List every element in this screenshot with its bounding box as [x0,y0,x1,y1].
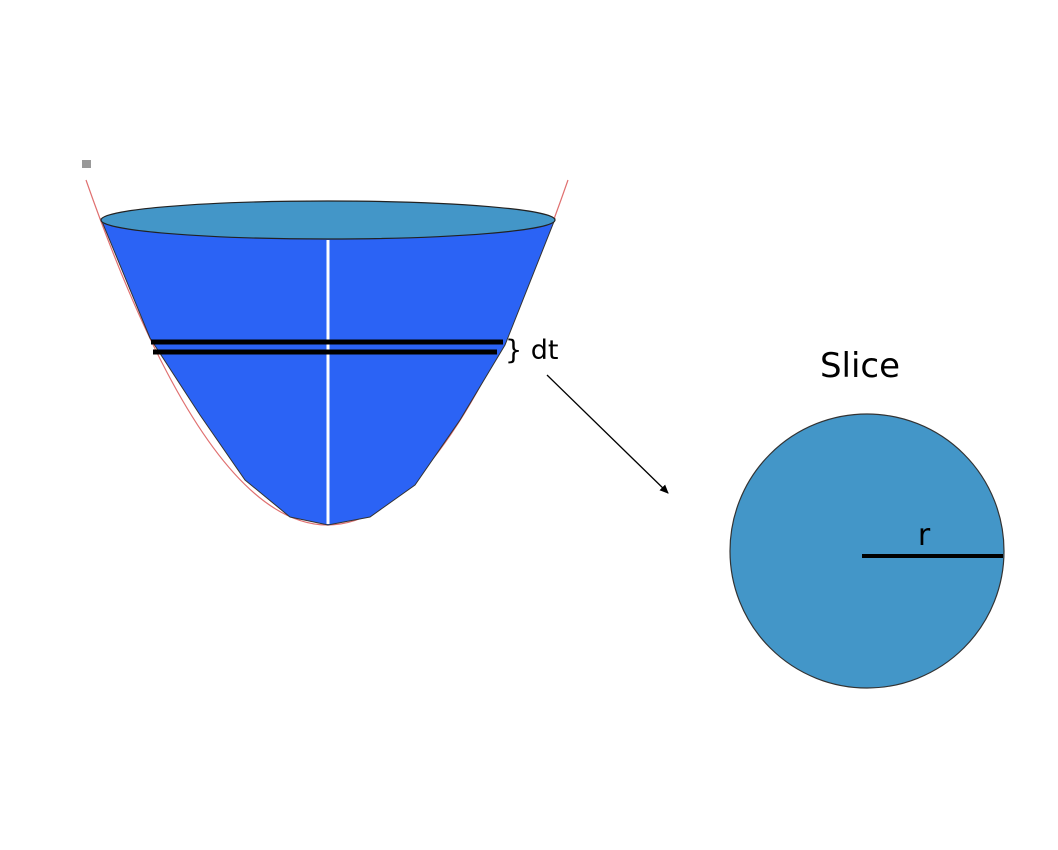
corner-marker [82,160,91,168]
paraboloid-top-ellipse [100,200,556,240]
slice-arrow [546,374,669,494]
slice-disk [729,413,1005,689]
thickness-label: } dt [505,335,559,366]
radius-label: r [918,518,931,553]
slice-title: Slice [820,346,900,386]
